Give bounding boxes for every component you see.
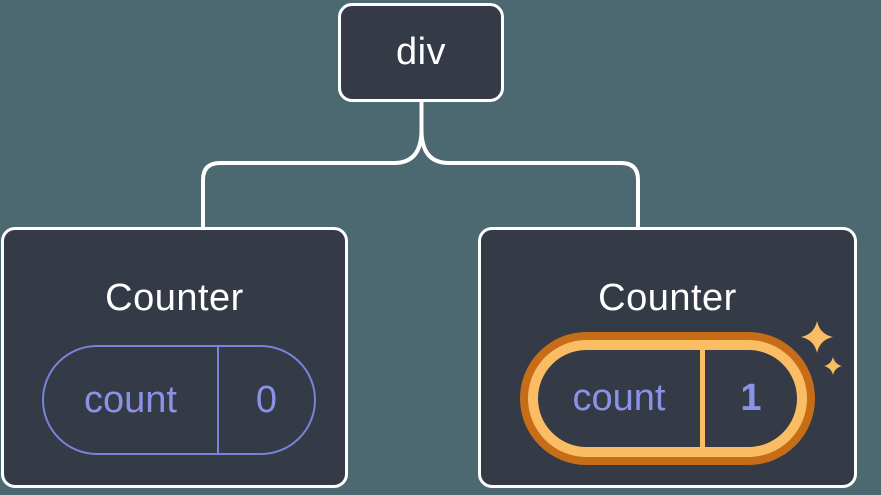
root-node-label: div (395, 31, 447, 73)
state-value: 1 (740, 377, 762, 419)
counter-title: Counter (598, 277, 737, 319)
sparkle-icon-small (824, 357, 842, 375)
state-key-label: count (84, 378, 177, 421)
state-value: 0 (255, 378, 278, 421)
state-pill-highlighted: count 1 (528, 340, 807, 457)
connector-branch-right (419, 128, 640, 229)
state-value-cell: 1 (705, 350, 797, 447)
counter-title: Counter (105, 277, 244, 319)
counter-node-right: Counter count 1 (478, 227, 857, 488)
state-pill: count 0 (42, 345, 316, 455)
sparkle-icon (801, 321, 842, 375)
state-key-cell: count (538, 350, 705, 447)
connector-branch-left (201, 128, 424, 229)
sparkle-icon-large (801, 321, 833, 353)
state-key-cell: count (44, 347, 219, 453)
state-value-cell: 0 (219, 347, 314, 453)
counter-node-left: Counter count 0 (1, 227, 348, 488)
state-highlight-ring: count 1 (520, 332, 815, 465)
state-key-label: count (572, 377, 666, 419)
root-node-div: div (338, 3, 504, 102)
